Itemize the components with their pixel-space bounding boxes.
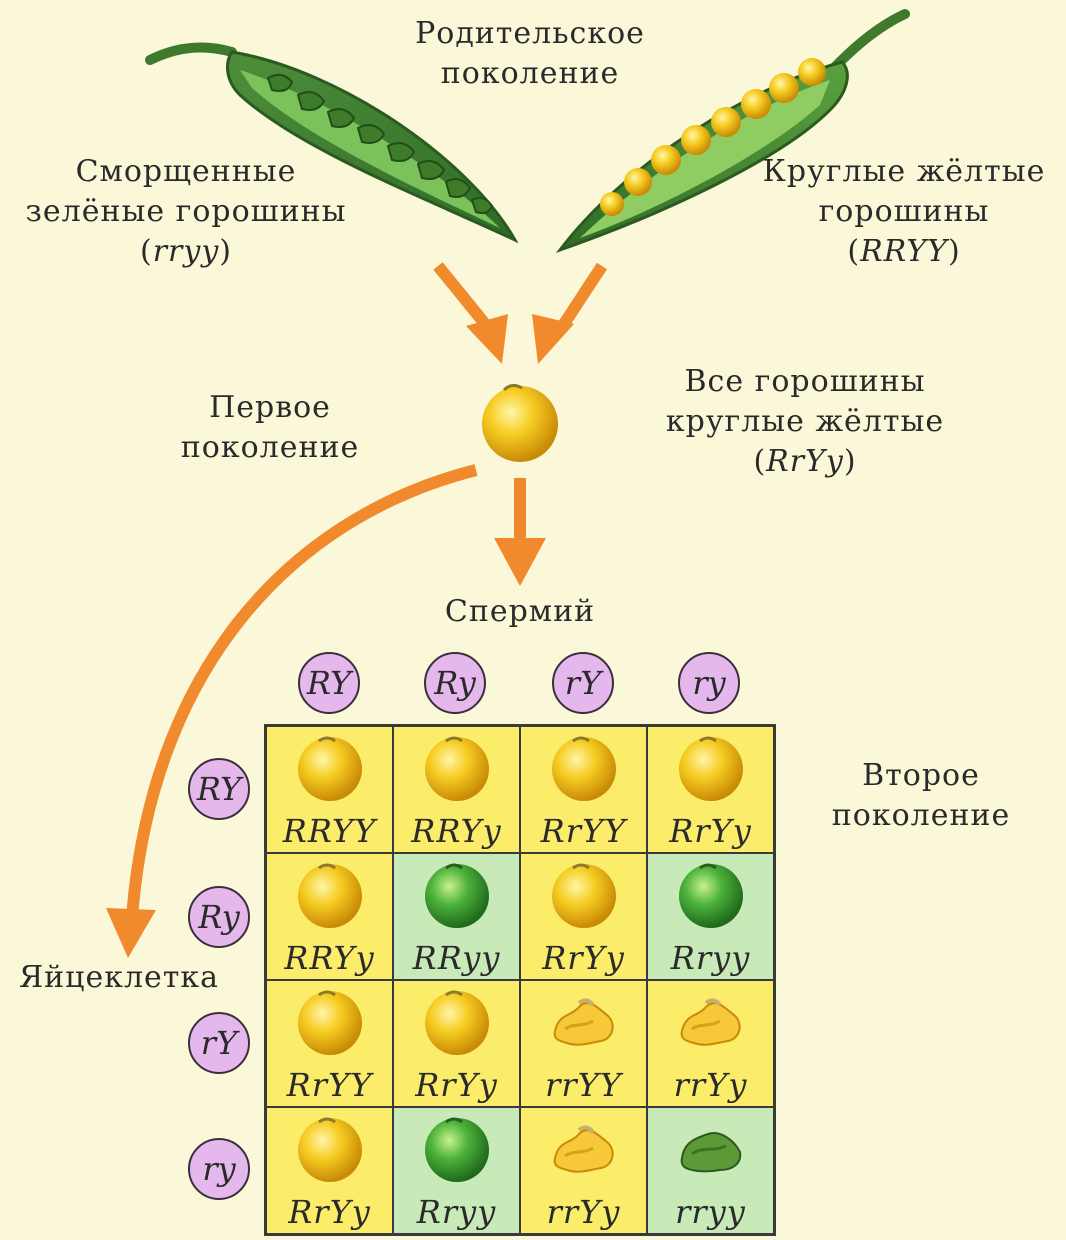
round-yellow-pea-icon — [295, 987, 365, 1057]
punnett-cell: RrYy — [393, 980, 520, 1107]
genotype-label: RrYY — [267, 1066, 392, 1104]
punnett-cell: RRYy — [393, 726, 520, 853]
punnett-cell: RrYy — [266, 1107, 393, 1234]
genotype-label: RRyy — [394, 939, 519, 977]
punnett-cell: RrYy — [520, 853, 647, 980]
punnett-cell: rrYY — [520, 980, 647, 1107]
sperm-gamete: rY — [552, 652, 614, 714]
round-green-pea-icon — [676, 860, 746, 930]
sperm-gamete: ry — [678, 652, 740, 714]
genotype-label: RrYy — [521, 939, 646, 977]
round-yellow-pea-icon — [295, 860, 365, 930]
genotype-label: Rryy — [394, 1193, 519, 1231]
round-yellow-pea-icon — [549, 860, 619, 930]
sperm-label: Спермий — [420, 592, 620, 632]
genotype-label: rrYy — [648, 1066, 773, 1104]
egg-label: Яйцеклетка — [4, 958, 234, 998]
second-generation-label: Второе поколение — [806, 756, 1036, 836]
punnett-cell: RRYy — [266, 853, 393, 980]
sperm-gamete: Ry — [424, 652, 486, 714]
punnett-cell: rrYy — [520, 1107, 647, 1234]
genotype-label: RRYy — [394, 812, 519, 850]
egg-gamete: RY — [188, 758, 250, 820]
genotype-label: rryy — [648, 1193, 773, 1231]
round-green-pea-icon — [422, 860, 492, 930]
genotype-label: RrYy — [648, 812, 773, 850]
genotype-label: rrYy — [521, 1193, 646, 1231]
first-generation-label: Первое поколение — [160, 388, 380, 468]
genotype-label: RRYY — [267, 812, 392, 850]
wrinkled-yellow-pea-icon — [549, 987, 619, 1057]
parent-generation-label: Родительское поколение — [380, 14, 680, 94]
round-yellow-pea-icon — [422, 733, 492, 803]
genotype-label: rrYY — [521, 1066, 646, 1104]
wrinkled-green-label: Сморщенные зелёные горошины (rryy) — [6, 152, 366, 272]
wrinkled-yellow-pea-icon — [549, 1114, 619, 1184]
round-yellow-pea-icon — [422, 987, 492, 1057]
sperm-gamete: RY — [298, 652, 360, 714]
f1-pea-icon — [482, 386, 558, 462]
punnett-cell: RrYy — [647, 726, 774, 853]
genotype-label: Rryy — [648, 939, 773, 977]
punnett-cell: rryy — [647, 1107, 774, 1234]
wrinkled-yellow-pea-icon — [676, 987, 746, 1057]
round-yellow-label: Круглые жёлтые горошины (RRYY) — [746, 152, 1062, 272]
punnett-cell: Rryy — [393, 1107, 520, 1234]
genotype-label: RRYy — [267, 939, 392, 977]
round-yellow-pea-icon — [295, 1114, 365, 1184]
punnett-cell: rrYy — [647, 980, 774, 1107]
egg-gamete: ry — [188, 1138, 250, 1200]
genotype-label: RrYy — [394, 1066, 519, 1104]
f1-description-label: Все горошины круглые жёлтые (RrYy) — [640, 362, 970, 482]
punnett-cell: RRYY — [266, 726, 393, 853]
genotype-label: RrYY — [521, 812, 646, 850]
wrinkled-green-pea-icon — [676, 1114, 746, 1184]
round-yellow-pea-icon — [295, 733, 365, 803]
round-yellow-pea-icon — [549, 733, 619, 803]
punnett-cell: Rryy — [647, 853, 774, 980]
round-green-pea-icon — [422, 1114, 492, 1184]
genotype-label: RrYy — [267, 1193, 392, 1231]
punnett-cell: RrYY — [266, 980, 393, 1107]
round-yellow-pea-icon — [676, 733, 746, 803]
egg-gamete: Ry — [188, 886, 250, 948]
punnett-cell: RRyy — [393, 853, 520, 980]
punnett-cell: RrYY — [520, 726, 647, 853]
egg-gamete: rY — [188, 1012, 250, 1074]
